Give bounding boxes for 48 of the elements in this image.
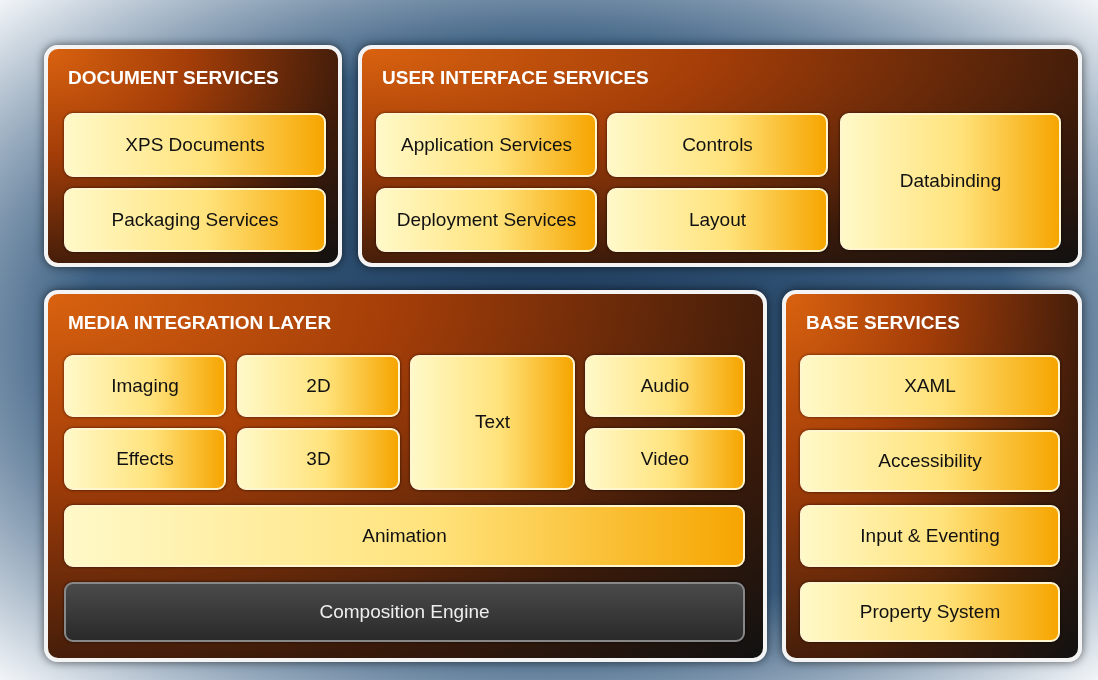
component-box [237,428,400,490]
group-panel [782,290,1082,662]
component-label: Input & Eventing [859,524,1001,548]
component-box [840,113,1061,250]
component-box [64,428,226,490]
component-box [800,430,1060,492]
panel-heading: DOCUMENT SERVICES [68,67,279,89]
group-panel [44,290,767,662]
component-label: XAML [903,374,957,398]
component-box [64,355,226,417]
group-panel [358,45,1082,267]
component-box [585,428,745,490]
component-box [376,188,597,252]
component-label: Video [639,447,691,471]
panel-heading: BASE SERVICES [806,312,960,334]
component-label: Layout [687,208,747,232]
component-label: XPS Documents [124,133,266,157]
component-label: Imaging [110,374,180,398]
component-label: Application Services [399,133,574,157]
component-box [64,582,745,642]
component-box [585,355,745,417]
component-label: 2D [305,374,332,398]
component-box [800,355,1060,417]
component-label: Databinding [898,170,1003,193]
component-box [237,355,400,417]
component-box [64,188,326,252]
component-label: Text [474,411,511,434]
component-box [376,113,597,177]
panel-heading: USER INTERFACE SERVICES [382,67,649,89]
component-label: Animation [361,524,448,548]
component-label: Composition Engine [318,600,491,624]
component-box [800,582,1060,642]
component-label: Deployment Services [395,208,578,232]
component-label: Accessibility [877,449,983,473]
component-box [410,355,575,490]
component-label: Packaging Services [110,208,280,232]
component-label: 3D [305,447,332,471]
panel-heading: MEDIA INTEGRATION LAYER [68,312,332,334]
component-box [64,113,326,177]
component-label: Effects [115,447,175,471]
component-box [607,113,828,177]
component-label: Property System [858,600,1002,624]
component-box [64,505,745,567]
component-box [607,188,828,252]
group-panel [44,45,342,267]
component-label: Controls [681,133,754,157]
component-box [800,505,1060,567]
component-label: Audio [639,374,691,398]
